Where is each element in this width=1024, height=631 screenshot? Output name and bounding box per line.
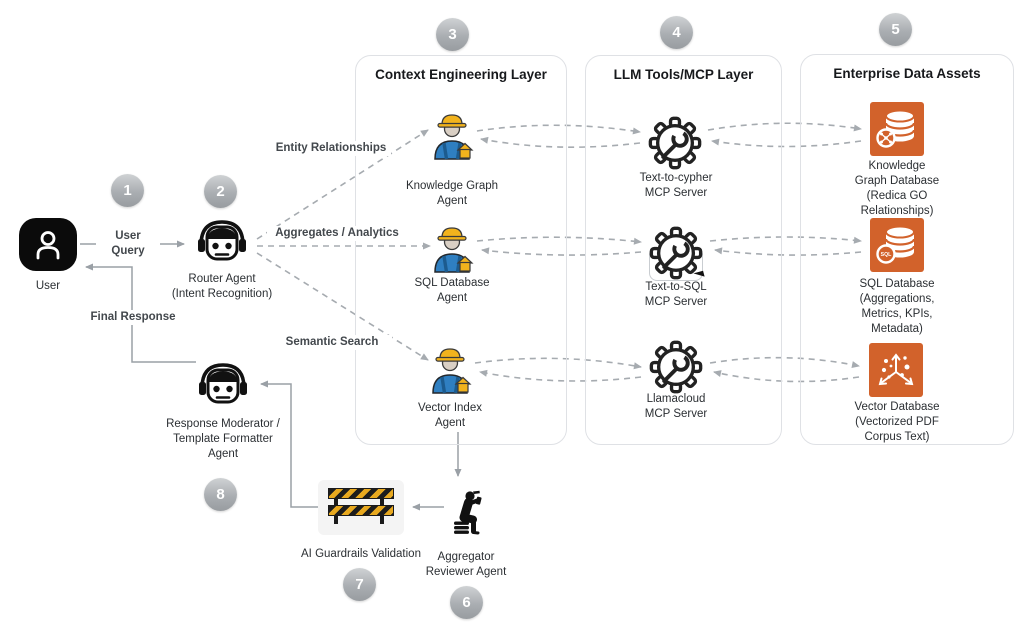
barrier-leg: [380, 516, 384, 524]
sql-database-agent-icon: [429, 223, 475, 278]
gear-wrench-icon: [648, 116, 702, 170]
text-to-sql-mcp-icon: [648, 225, 704, 286]
vector-index-agent-icon: [427, 344, 473, 399]
mcp-to-kg-agent-arrow: [480, 136, 641, 148]
step-badge-2: 2: [204, 175, 237, 208]
gear-wrench-icon: [649, 226, 703, 280]
text-to-sql-mcp-label: Text-to-SQL MCP Server: [644, 281, 708, 308]
vector-database-label: Vector Database (Vectorized PDF Corpus T…: [854, 401, 940, 443]
mcp-to-sql-agent-arrow: [481, 247, 642, 256]
context-layer-title: Context Engineering Layer: [375, 67, 547, 82]
semantic-search-label: Semantic Search: [272, 335, 392, 350]
barrier-leg: [380, 499, 384, 507]
aggregator-reviewer-icon: [444, 487, 490, 542]
step-badge-4: 4: [660, 16, 693, 49]
final-response-label: Final Response: [78, 310, 188, 325]
llamacloud-mcp-label: Llamacloud MCP Server: [644, 393, 708, 420]
sql-database-agent-label: SQL Database Agent: [414, 277, 490, 304]
router-agent-icon: [196, 219, 248, 272]
vector-database-icon: [869, 343, 923, 397]
step-badge-7: 7: [343, 568, 376, 601]
vector-agent-to-mcp-arrow: [474, 357, 642, 370]
barrier-leg: [334, 499, 338, 507]
vector-axes-icon: [878, 353, 914, 386]
person-reading-icon: [454, 490, 482, 535]
text-to-cypher-mcp-label: Text-to-cypher MCP Server: [639, 172, 713, 199]
sql-mcp-to-db-arrow: [709, 236, 862, 244]
robot-headset-icon: [198, 220, 246, 261]
guardrails-label: AI Guardrails Validation: [301, 548, 421, 560]
step-badge-3: 3: [436, 18, 469, 51]
person-icon: [36, 230, 60, 259]
context-engineering-layer-box: Context Engineering Layer: [355, 55, 567, 445]
aggregates-analytics-label: Aggregates / Analytics: [267, 226, 407, 241]
llm-layer-title: LLM Tools/MCP Layer: [613, 67, 754, 82]
knowledge-graph-agent-icon: [429, 110, 475, 165]
cypher-mcp-to-db-arrow: [707, 122, 862, 132]
llamacloud-mcp-icon: [648, 339, 704, 400]
sql-badge-text: SQL: [881, 252, 892, 258]
enterprise-data-assets-box: Enterprise Data Assets: [800, 54, 1014, 445]
response-moderator-icon: [197, 362, 249, 415]
construction-worker-icon: [434, 227, 474, 273]
barrier-leg: [334, 516, 338, 524]
robot-headset-icon: [199, 363, 247, 404]
text-to-cypher-mcp-icon: [647, 115, 703, 176]
router-to-vector-agent-arrow: [256, 252, 429, 361]
knowledge-graph-database-icon: [870, 102, 924, 156]
step-badge-6: 6: [450, 586, 483, 619]
barrier-bar-icon: [328, 505, 394, 516]
construction-worker-icon: [432, 348, 472, 394]
step-badge-5: 5: [879, 13, 912, 46]
barrier-bar-icon: [328, 488, 394, 499]
response-moderator-label: Response Moderator / Template Formatter …: [166, 418, 280, 460]
llm-tools-mcp-layer-box: LLM Tools/MCP Layer: [585, 55, 782, 445]
guardrails-icon: [318, 480, 404, 535]
step-badge-1: 1: [111, 174, 144, 207]
guardrails-to-moderator-path: [260, 380, 318, 508]
sql-database-icon: SQL: [870, 218, 924, 272]
step-badge-8: 8: [204, 478, 237, 511]
db-to-cypher-mcp-arrow: [711, 138, 862, 148]
router-agent-label: Router Agent (Intent Recognition): [171, 273, 273, 300]
router-to-kg-agent-arrow: [256, 129, 429, 240]
user-query-label: User Query: [96, 229, 160, 259]
construction-worker-icon: [434, 114, 474, 160]
mcp-to-vector-agent-arrow: [479, 369, 642, 382]
knowledge-graph-database-label: Knowledge Graph Database (Redica GO Rela…: [854, 160, 940, 217]
enterprise-layer-title: Enterprise Data Assets: [833, 66, 981, 81]
kg-agent-to-mcp-arrow: [476, 124, 641, 135]
knowledge-graph-agent-label: Knowledge Graph Agent: [405, 180, 499, 207]
gear-wrench-icon: [649, 340, 703, 394]
database-sql-icon: SQL: [876, 225, 916, 264]
database-graph-icon: [876, 109, 916, 148]
sql-database-label: SQL Database (Aggregations, Metrics, KPI…: [859, 278, 935, 335]
sql-agent-to-mcp-arrow: [476, 236, 642, 245]
entity-relationships-label: Entity Relationships: [271, 141, 391, 156]
aggregator-reviewer-label: Aggregator Reviewer Agent: [425, 551, 507, 578]
vector-index-agent-label: Vector Index Agent: [418, 402, 482, 429]
user-icon: [19, 218, 77, 271]
llama-mcp-to-db-arrow: [709, 356, 860, 369]
user-label: User: [35, 280, 61, 292]
